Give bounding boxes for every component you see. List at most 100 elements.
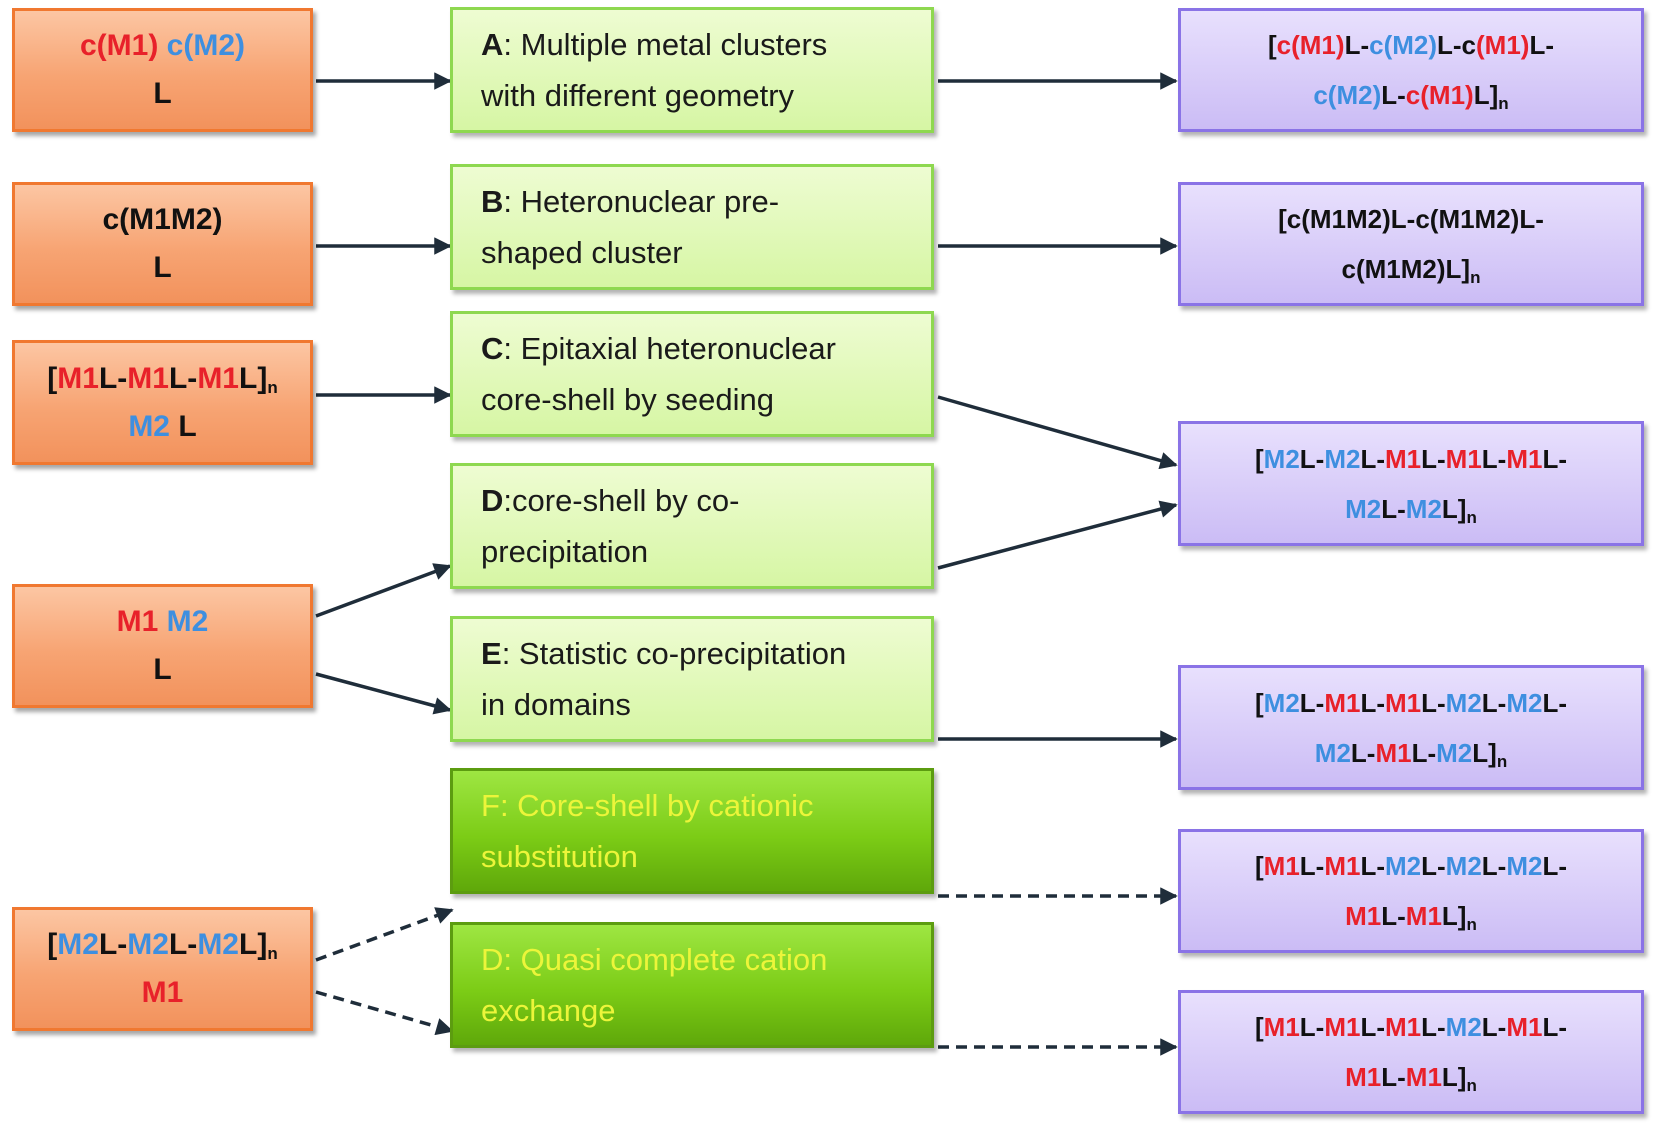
formula-segment: L- xyxy=(1381,80,1406,110)
formula-segment: [ xyxy=(47,928,58,961)
formula-segment: L- xyxy=(1299,687,1325,718)
formula-segment: c(M1) xyxy=(1276,30,1345,60)
formula-segment: M1 xyxy=(1385,1012,1422,1042)
formula-subscript: n xyxy=(1498,94,1509,113)
formula-segment: L xyxy=(153,251,172,284)
formula-segment: [ xyxy=(1254,851,1264,881)
arrow-source-de-to-process-e xyxy=(315,672,452,715)
formula-segment: M2 xyxy=(197,928,239,961)
source-box-a: c(M1) c(M2)L xyxy=(12,8,313,132)
formula-segment: L- xyxy=(168,928,198,961)
process-a-label: A xyxy=(481,27,504,62)
formula-segment: L- xyxy=(98,361,128,395)
formula-line: M2L-M2L]n xyxy=(1345,484,1477,534)
formula-line: M1 M2 xyxy=(117,598,209,646)
formula-segment xyxy=(158,605,166,638)
formula-segment: L- xyxy=(1381,901,1406,931)
process-box-b: B: Heteronuclear pre- shaped cluster xyxy=(450,164,934,290)
formula-segment: M2 xyxy=(1445,687,1482,718)
formula-segment: L- xyxy=(1481,851,1507,881)
formula-segment: M2 xyxy=(1445,1012,1482,1042)
formula-segment: M1 xyxy=(1345,1062,1382,1092)
result-box-e: [M2L-M1L-M1L-M2L-M2L-M2L-M1L-M2L]n xyxy=(1178,665,1644,790)
process-c-label: C xyxy=(481,331,504,366)
process-a-text: : Multiple metal clusters xyxy=(503,27,828,62)
formula-segment: c(M2) xyxy=(1313,80,1382,110)
formula-segment: M1 xyxy=(1324,851,1361,881)
formula-segment: [ xyxy=(1254,1012,1264,1042)
formula-segment: M2 xyxy=(1506,851,1543,881)
formula-segment xyxy=(158,29,166,62)
result-box-f: [M1L-M1L-M2L-M2L-M2L-M1L-M1L]n xyxy=(1178,829,1644,953)
process-g-text: : Quasi complete cation xyxy=(503,942,828,977)
formula-segment: L- xyxy=(1421,443,1446,474)
formula-segment: L- xyxy=(1350,737,1376,768)
formula-subscript: n xyxy=(1496,751,1508,771)
formula-segment: L] xyxy=(1473,80,1499,110)
formula-line: L xyxy=(153,646,171,694)
formula-line: c(M1M2) xyxy=(102,196,222,244)
process-box-e: E: Statistic co-precipitation in domains xyxy=(450,616,934,742)
formula-segment: L] xyxy=(239,361,268,395)
formula-segment: M1 xyxy=(1506,1012,1543,1042)
formula-segment: M1 xyxy=(1263,851,1300,881)
arrow-source-de-to-process-d xyxy=(315,563,452,618)
formula-segment: M2 xyxy=(1436,737,1473,768)
formula-line: M2 L xyxy=(128,403,196,451)
formula-segment: M2 xyxy=(127,928,169,961)
process-box-a: A: Multiple metal clusters with differen… xyxy=(450,7,934,133)
formula-segment: L- xyxy=(1481,1012,1507,1042)
formula-segment: M1 xyxy=(1506,443,1543,474)
formula-segment: L xyxy=(153,653,172,686)
formula-line: M1L-M1L]n xyxy=(1345,891,1477,941)
process-g-text-line2: exchange xyxy=(481,993,616,1028)
formula-segment: L] xyxy=(1441,901,1467,931)
process-b-label: B xyxy=(481,184,504,219)
formula-segment: L- xyxy=(1529,30,1554,60)
formula-segment: M1 xyxy=(1375,737,1412,768)
formula-segment: L- xyxy=(1381,493,1406,524)
process-e-label: E xyxy=(481,636,502,671)
formula-segment: L xyxy=(170,409,197,443)
formula-line: [c(M1M2)L-c(M1M2)L- xyxy=(1278,194,1544,244)
formula-line: M1 xyxy=(142,969,184,1017)
formula-segment: L- xyxy=(168,361,198,395)
formula-segment: c(M1M2)L] xyxy=(1341,254,1471,284)
formula-line: c(M2)L-c(M1)L]n xyxy=(1313,70,1508,120)
formula-segment: (M1) xyxy=(1476,30,1530,60)
formula-line: [c(M1)L-c(M2)L-c(M1)L- xyxy=(1268,20,1554,70)
formula-segment: M2 xyxy=(1506,687,1543,718)
formula-segment: L- xyxy=(1299,443,1325,474)
process-d-label: D xyxy=(481,483,504,518)
formula-segment: M1 xyxy=(141,976,184,1009)
formula-segment: c(M2) xyxy=(166,29,246,62)
formula-segment: M2 xyxy=(128,409,170,443)
formula-segment: L- xyxy=(98,928,128,961)
result-box-g: [M1L-M1L-M1L-M2L-M1L-M1L-M1L]n xyxy=(1178,990,1644,1114)
formula-segment: M1 xyxy=(116,605,159,638)
formula-segment: M1 xyxy=(57,361,99,395)
formula-segment: L- xyxy=(1542,443,1568,474)
process-e-text: : Statistic co-precipitation xyxy=(501,636,847,671)
formula-subscript: n xyxy=(267,377,278,397)
formula-subscript: n xyxy=(1470,268,1481,287)
formula-segment: c(M1) xyxy=(1405,80,1474,110)
formula-segment: L- xyxy=(1421,1012,1446,1042)
formula-segment: M1 xyxy=(1405,1062,1442,1092)
formula-segment: L- xyxy=(1344,30,1370,60)
formula-line: c(M1M2)L]n xyxy=(1342,244,1481,294)
formula-segment: L- xyxy=(1381,1062,1406,1092)
process-b-text: : Heteronuclear pre- xyxy=(503,184,780,219)
formula-subscript: n xyxy=(1466,915,1477,934)
formula-segment: M1 xyxy=(1345,901,1382,931)
formula-segment: M2 xyxy=(1263,687,1300,718)
formula-segment: M2 xyxy=(1324,443,1361,474)
formula-segment: M2 xyxy=(57,928,99,961)
formula-segment: L- xyxy=(1360,443,1385,474)
formula-segment: L- xyxy=(1299,1012,1325,1042)
formula-segment: L- xyxy=(1360,851,1385,881)
formula-segment: L- xyxy=(1481,687,1507,718)
formula-segment: M2 xyxy=(1263,443,1300,474)
formula-segment: M2 xyxy=(1405,493,1442,524)
